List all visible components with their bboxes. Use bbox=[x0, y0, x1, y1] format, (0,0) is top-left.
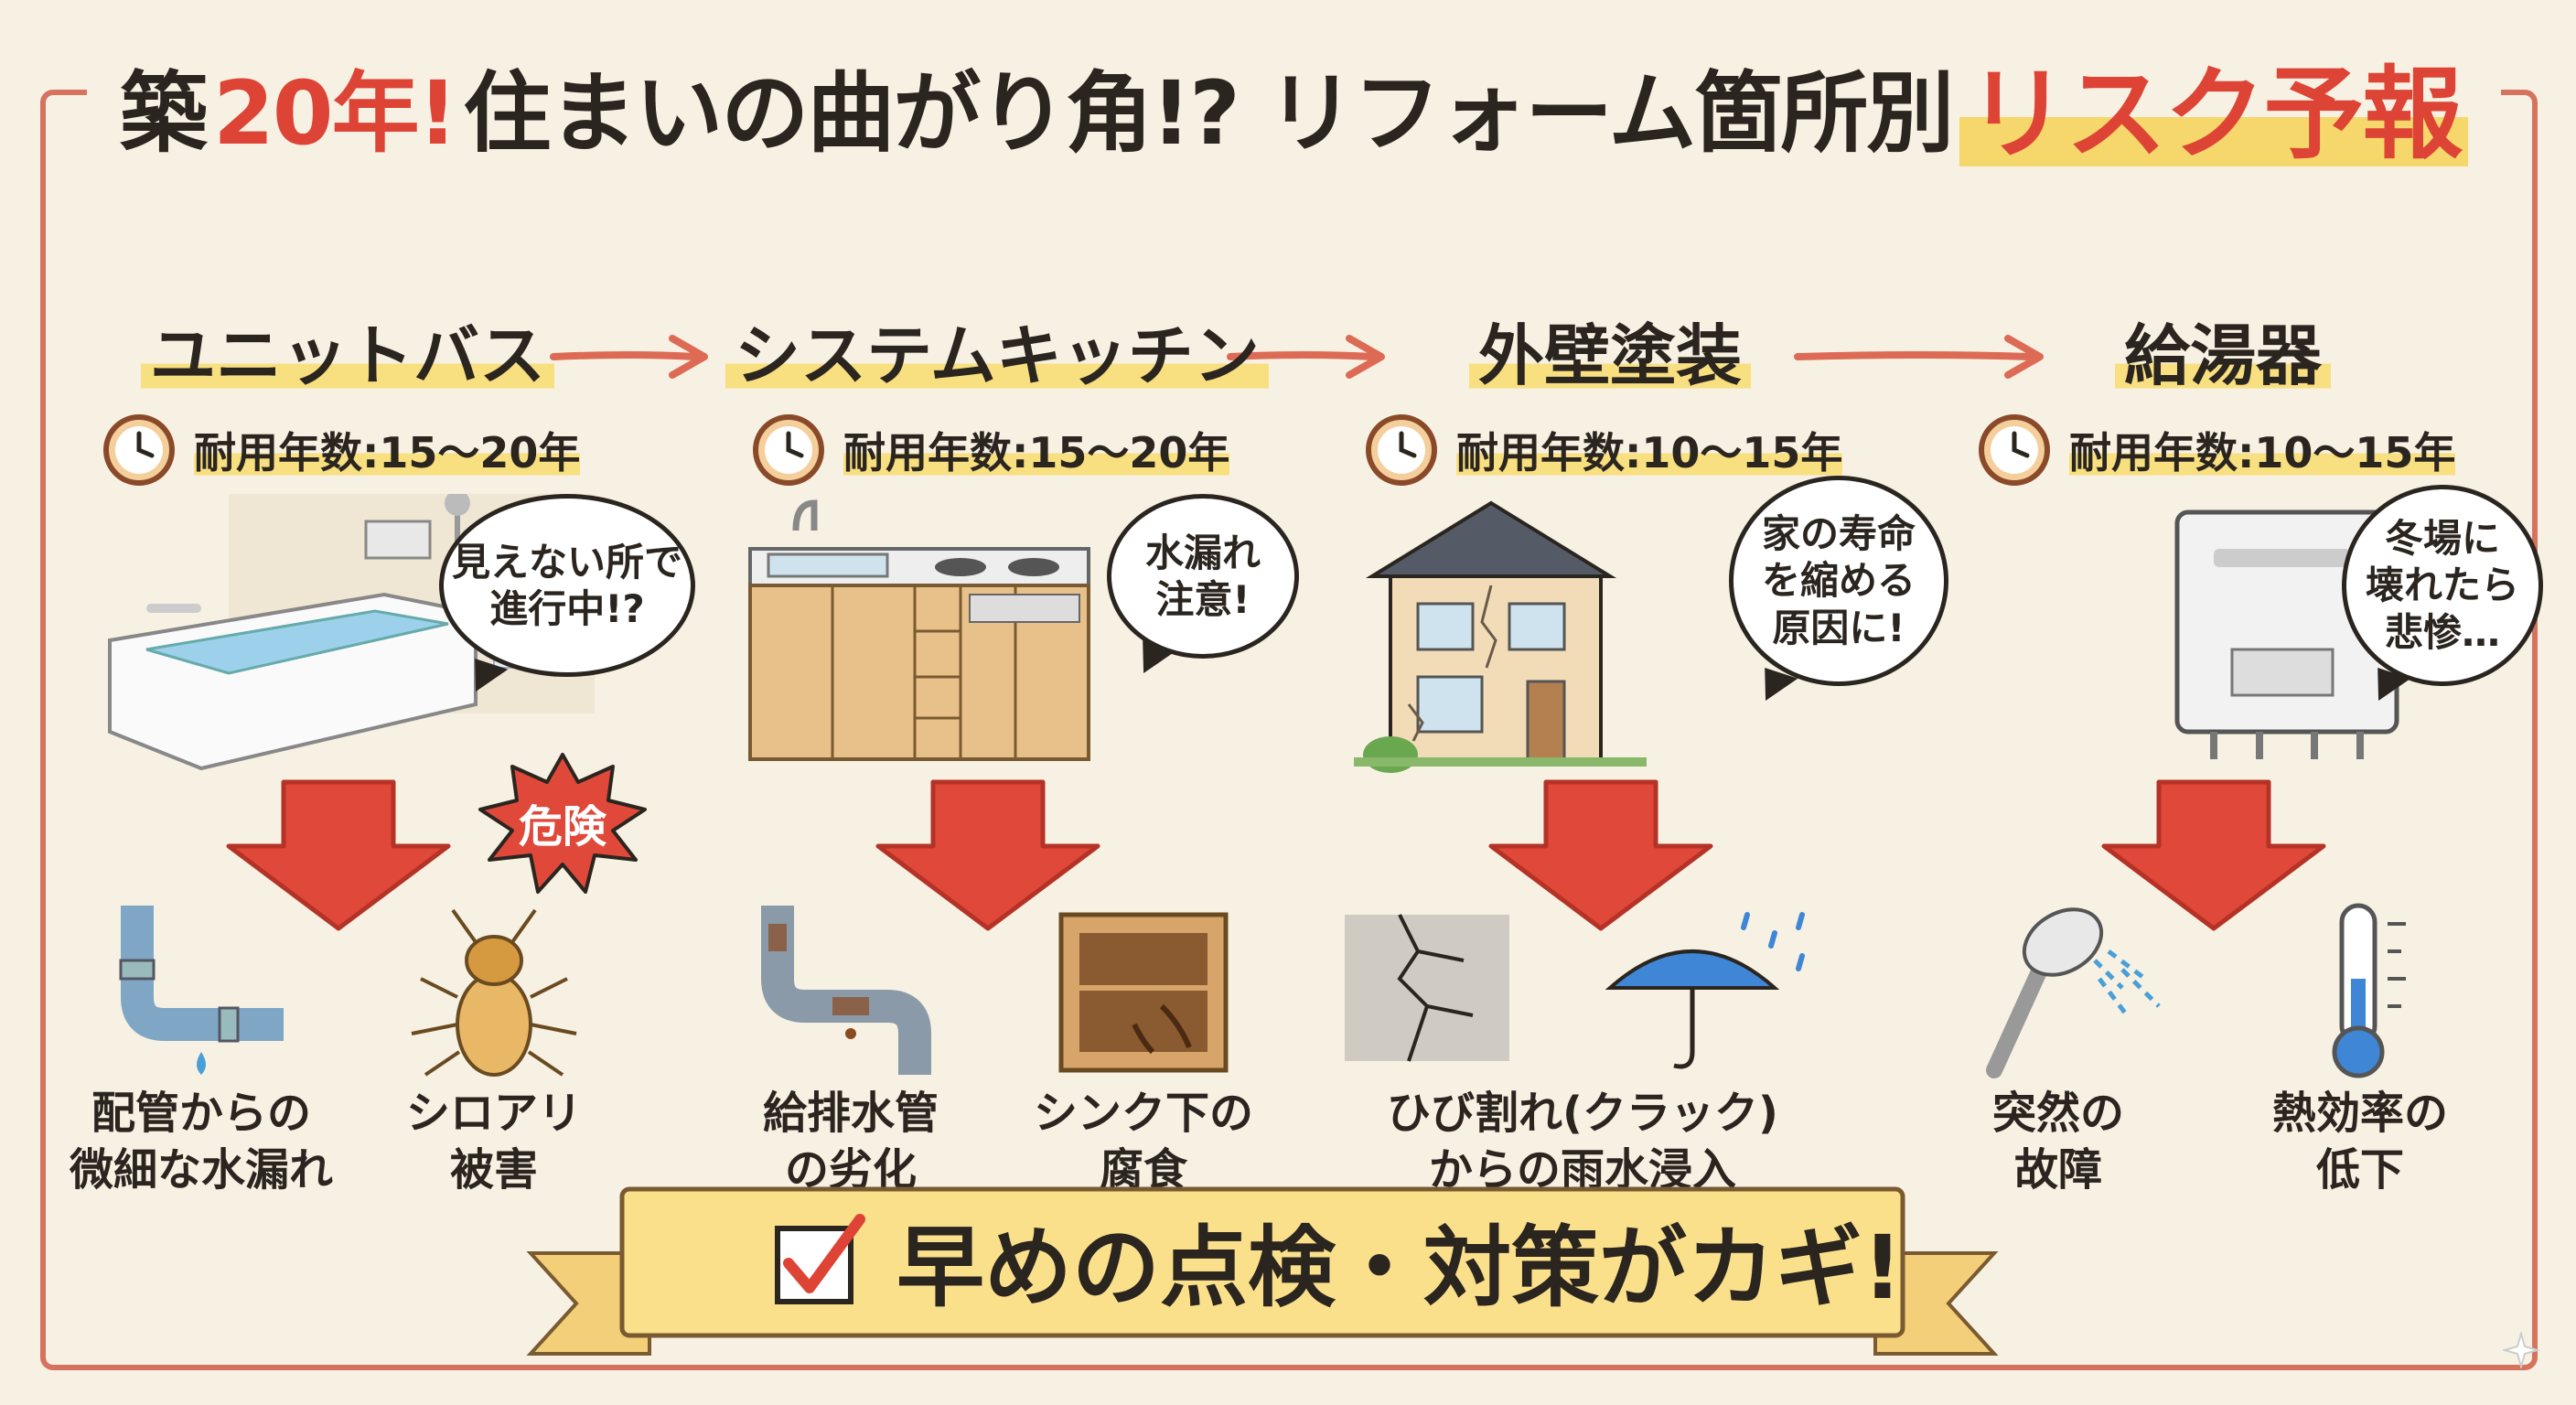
house-icon bbox=[1354, 500, 1647, 773]
lifespan-row: 耐用年数:15〜20年 bbox=[750, 412, 1230, 488]
consequence-label: シロアリ 被害 bbox=[405, 1088, 582, 1196]
consequence-label: 突然の 故障 bbox=[1991, 1088, 2124, 1196]
lifespan-row: 耐用年数:10〜15年 bbox=[1363, 412, 1843, 488]
shower-icon bbox=[1986, 907, 2161, 1078]
danger-burst-icon: 危険 bbox=[478, 753, 647, 894]
title-highlight: リスク予報 bbox=[1959, 32, 2469, 178]
lifespan-text: 耐用年数:10〜15年 bbox=[2069, 420, 2456, 480]
column-unit-bath: ユニットバス 耐用年数:15〜20年 見えない所で 進行中!? 配管から bbox=[46, 302, 695, 1198]
title-part3: 住まいの曲がり角!? リフォーム箇所別 bbox=[463, 61, 1954, 165]
consequence-item: シロアリ 被害 bbox=[357, 896, 631, 1199]
clock-icon bbox=[103, 414, 175, 486]
title-part2: 20年! bbox=[213, 61, 457, 165]
banner-message: 早めの点検・対策がカギ! bbox=[768, 1196, 1903, 1324]
speech-bubble: 水漏れ 注意! bbox=[1107, 494, 1299, 659]
consequences: 給排水管 の劣化 シンク下の 腐食 bbox=[695, 896, 1299, 1198]
rusty-pipe-icon bbox=[761, 906, 931, 1075]
column-exterior-wall: 外壁塗装 耐用年数:10〜15年 家の寿命 を縮める 原因に! bbox=[1308, 302, 1948, 1198]
speech-bubble: 冬場に 壊れたら 悲惨… bbox=[2342, 485, 2543, 686]
crack-and-rain-icon bbox=[1345, 912, 1805, 1069]
lifespan-row: 耐用年数:10〜15年 bbox=[1976, 412, 2456, 488]
sparkle-icon bbox=[2503, 1332, 2539, 1368]
termite-icon bbox=[411, 908, 577, 1077]
danger-badge-text: 危険 bbox=[519, 801, 607, 853]
cabinet-icon bbox=[1058, 912, 1229, 1073]
column-heading: ユニットバス bbox=[46, 302, 649, 398]
banner-text: 早めの点検・対策がカギ! bbox=[896, 1217, 1903, 1319]
consequence-item: 熱効率の 低下 bbox=[2223, 896, 2497, 1199]
water-heater-icon bbox=[2174, 509, 2399, 759]
leaking-pipe-icon bbox=[119, 906, 284, 1075]
consequence-item: ひび割れ(クラック) からの雨水浸入 bbox=[1308, 896, 1857, 1199]
clock-icon bbox=[1979, 414, 2050, 486]
speech-bubble: 家の寿命 を縮める 原因に! bbox=[1729, 476, 1948, 686]
arrow-down-icon bbox=[1488, 779, 1713, 931]
consequence-item: 配管からの 微細な水漏れ bbox=[64, 896, 338, 1199]
speech-bubble: 見えない所で 進行中!? bbox=[439, 494, 695, 677]
thermometer-icon bbox=[2332, 903, 2406, 1078]
consequences: 配管からの 微細な水漏れ シロアリ 被害 bbox=[46, 896, 649, 1198]
column-heading: 給湯器 bbox=[1921, 302, 2525, 398]
consequences: 突然の 故障 熱効率の 低下 bbox=[1921, 896, 2525, 1198]
checkbox-checked-icon bbox=[775, 1213, 865, 1304]
lifespan-row: 耐用年数:15〜20年 bbox=[101, 412, 581, 488]
flow-arrow-right-icon bbox=[1794, 335, 2044, 379]
consequence-item: 突然の 故障 bbox=[1921, 896, 2195, 1199]
consequence-item: 給排水管 の劣化 bbox=[714, 896, 988, 1199]
clock-icon bbox=[753, 414, 824, 486]
lifespan-text: 耐用年数:15〜20年 bbox=[843, 420, 1230, 480]
column-heading: 外壁塗装 bbox=[1308, 302, 1912, 398]
title-part1: 築 bbox=[120, 61, 208, 165]
consequence-label: 熱効率の 低下 bbox=[2271, 1088, 2448, 1196]
arrow-down-icon bbox=[875, 779, 1100, 931]
kitchen-icon bbox=[748, 499, 1090, 761]
column-system-kitchen: システムキッチン 耐用年数:15〜20年 水漏れ 注意! 給排水管 の劣化 bbox=[695, 302, 1299, 1198]
clock-icon bbox=[1366, 414, 1437, 486]
consequences: ひび割れ(クラック) からの雨水浸入 bbox=[1308, 896, 1912, 1198]
column-water-heater: 給湯器 耐用年数:10〜15年 冬場に 壊れたら 悲惨… 突然の 故障 bbox=[1921, 302, 2543, 1198]
lifespan-text: 耐用年数:10〜15年 bbox=[1456, 420, 1843, 480]
arrow-down-icon bbox=[226, 779, 451, 931]
ribbon-banner bbox=[526, 1186, 1999, 1356]
consequence-label: 配管からの 微細な水漏れ bbox=[69, 1088, 333, 1196]
column-heading: システムキッチン bbox=[695, 302, 1299, 398]
arrow-down-icon bbox=[2101, 779, 2326, 931]
page-title: 築 20年! 住まいの曲がり角!? リフォーム箇所別 リスク予報 bbox=[87, 32, 2502, 178]
lifespan-text: 耐用年数:15〜20年 bbox=[194, 420, 581, 480]
consequence-item: シンク下の 腐食 bbox=[1006, 896, 1281, 1199]
flow-arrow-right-icon bbox=[550, 335, 708, 379]
